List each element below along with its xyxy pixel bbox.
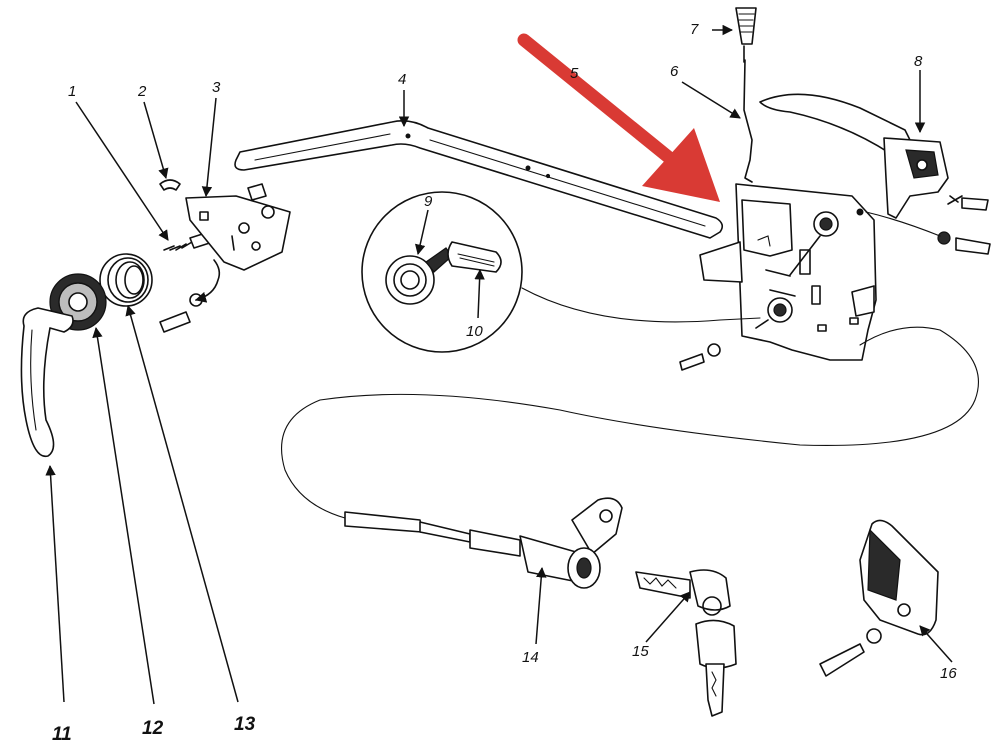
part-15-keys (635, 569, 737, 717)
label-part-10: 10 (466, 323, 483, 340)
label-part-14: 14 (522, 649, 539, 666)
part-13-spring (99, 253, 153, 307)
cable-loop (281, 326, 979, 519)
leader-lines (45, 24, 953, 705)
label-part-7: 7 (690, 21, 699, 38)
cable-detail-to-plate (521, 287, 761, 323)
detail-circle (361, 191, 523, 353)
label-part-9: 9 (424, 193, 433, 210)
lock-plate (699, 183, 877, 361)
screw-near-part-3 (159, 259, 221, 333)
part-2-washer (159, 179, 181, 191)
label-part-5: 5 (570, 65, 579, 82)
label-part-3: 3 (212, 79, 221, 96)
label-part-16: 16 (940, 665, 957, 682)
screw-left-of-plate (679, 343, 721, 371)
part-6-rod (743, 59, 753, 183)
label-part-1: 1 (68, 83, 76, 100)
part-7-knob (735, 7, 757, 63)
label-part-11: 11 (52, 724, 72, 745)
part-10-clip (447, 241, 502, 273)
part-14-lock-cylinder (344, 497, 623, 589)
screws-right-of-plate (865, 211, 991, 255)
red-pointer-arrow (517, 33, 720, 202)
label-part-8: 8 (914, 53, 923, 70)
label-part-13: 13 (234, 714, 256, 735)
part-8-handle (759, 93, 989, 219)
label-part-4: 4 (398, 71, 406, 88)
part-3-bracket (185, 183, 291, 271)
label-part-6: 6 (670, 63, 679, 80)
part-4-rod (234, 120, 724, 239)
label-part-2: 2 (137, 83, 147, 100)
part-11-handle (20, 307, 74, 458)
part-16-cover (819, 519, 939, 677)
label-part-12: 12 (142, 718, 164, 739)
label-part-15: 15 (632, 643, 649, 660)
